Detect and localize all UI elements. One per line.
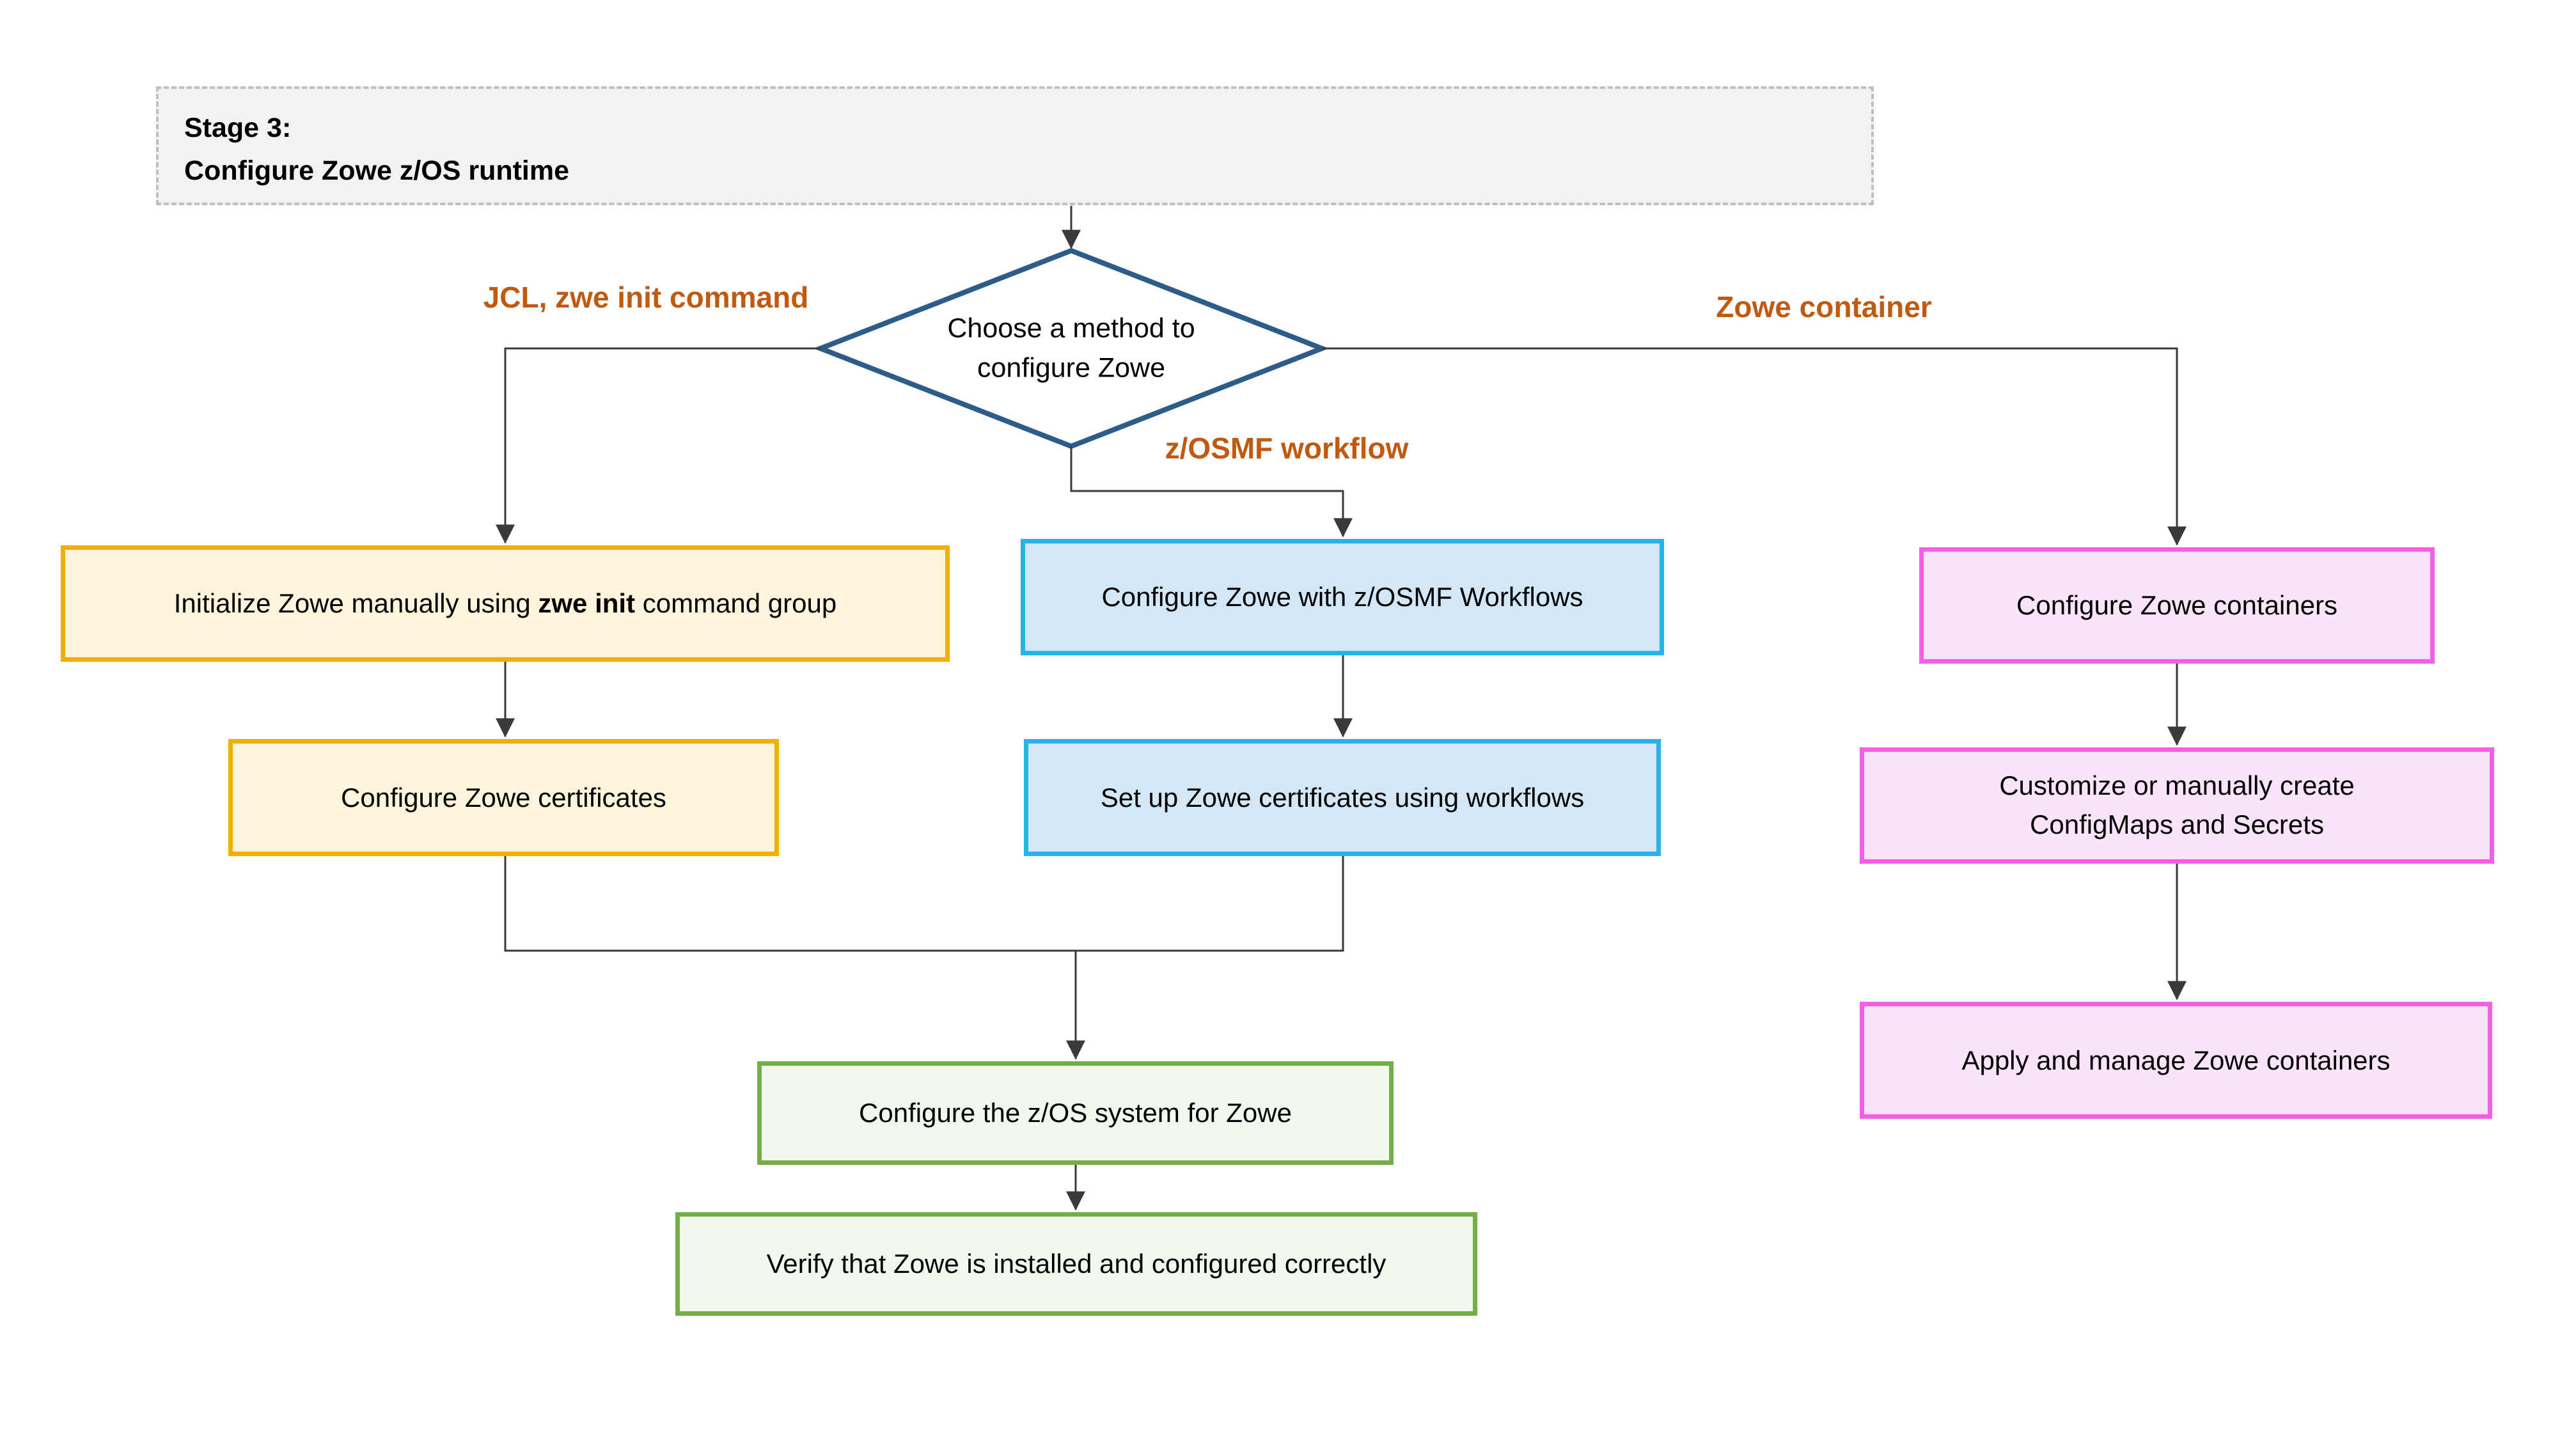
edge-merge-left <box>504 856 1081 952</box>
edge-decision-to-containers <box>1322 347 2187 546</box>
node-verify-installation: Verify that Zowe is installed and config… <box>675 1212 1477 1316</box>
node-configure-zos-system: Configure the z/OS system for Zowe <box>757 1061 1394 1165</box>
branch-label-zowe-container: Zowe container <box>1716 290 1932 323</box>
node-apply-manage-containers: Apply and manage Zowe containers <box>1860 1002 2492 1119</box>
node-initialize-zowe-manually: Initialize Zowe manually using zwe init … <box>61 545 950 662</box>
configmaps-line2: ConfigMaps and Secrets <box>2030 809 2324 839</box>
branch-label-jcl-zwe-init: JCL, zwe init command <box>483 281 809 314</box>
decision-line1: Choose a method to <box>947 313 1195 344</box>
node-configure-zowe-containers: Configure Zowe containers <box>1919 547 2435 664</box>
decision-line2: configure Zowe <box>977 353 1165 384</box>
stage-title-box: Stage 3: Configure Zowe z/OS runtime <box>156 86 1874 205</box>
node-configure-zowe-zosmf-workflows: Configure Zowe with z/OSMF Workflows <box>1021 539 1664 655</box>
stage-title-line1: Stage 3: <box>184 113 292 143</box>
edge-merge-right <box>1071 856 1344 952</box>
decision-choose-method-label: Choose a method to configure Zowe <box>828 309 1314 389</box>
node-configure-zowe-certificates: Configure Zowe certificates <box>228 739 779 856</box>
branch-label-zosmf-workflow: z/OSMF workflow <box>1165 432 1409 465</box>
edge-decision-to-workflows <box>1070 446 1353 538</box>
configmaps-line1: Customize or manually create <box>1999 770 2355 801</box>
edge-decision-to-init <box>496 347 821 544</box>
init-text-post: command group <box>635 588 837 618</box>
init-text-pre: Initialize Zowe manually using <box>173 588 538 618</box>
node-customize-configmaps-secrets: Customize or manually create ConfigMaps … <box>1860 747 2494 864</box>
node-setup-certificates-workflows: Set up Zowe certificates using workflows <box>1024 739 1661 856</box>
stage-title-line2: Configure Zowe z/OS runtime <box>184 155 570 186</box>
init-text-zwe-init: zwe init <box>538 588 636 618</box>
